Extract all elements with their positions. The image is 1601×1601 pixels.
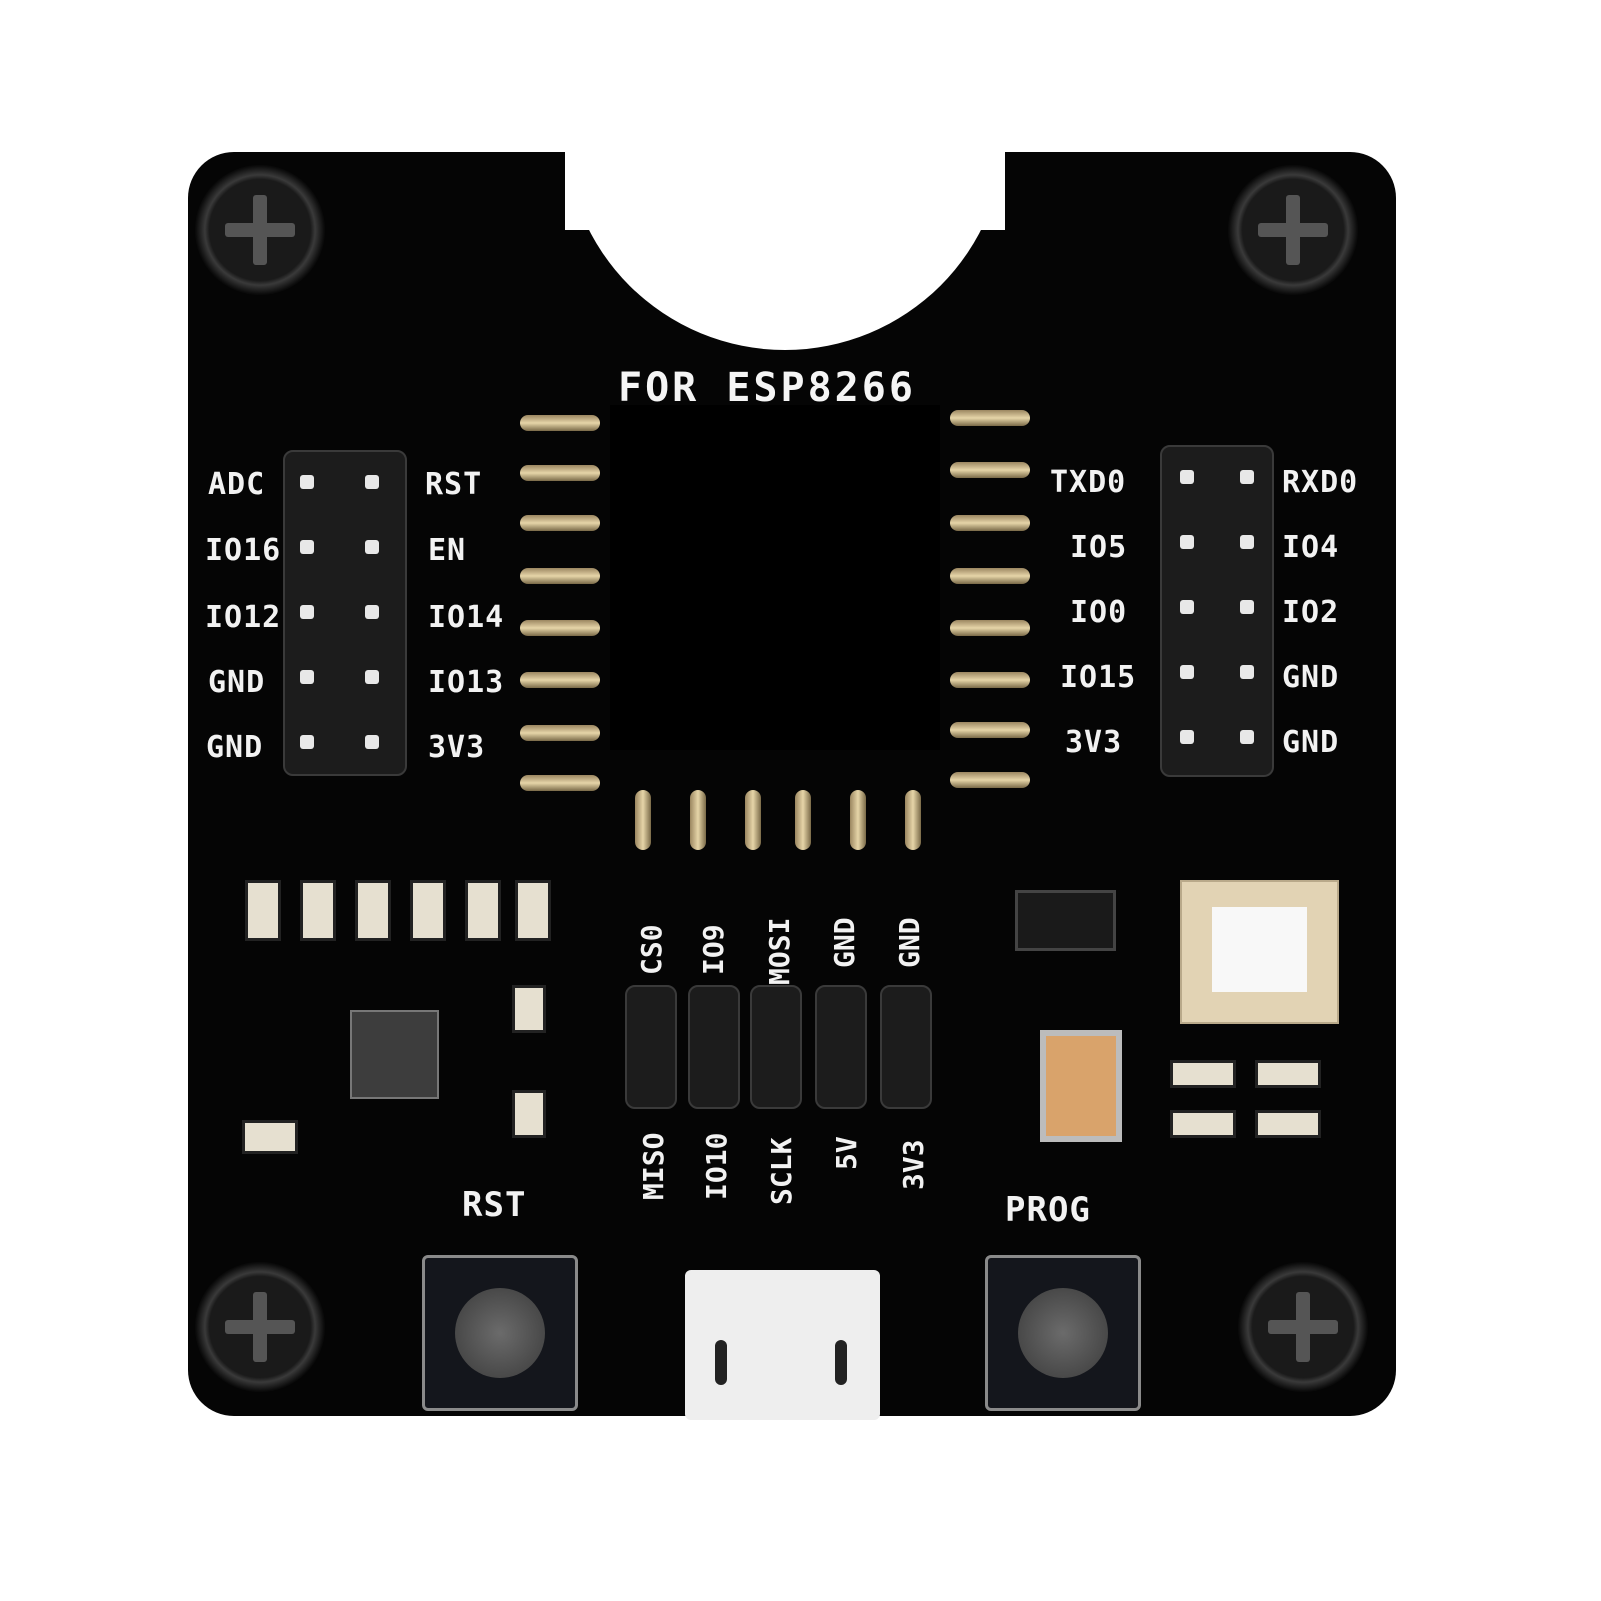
pogo-pin <box>905 790 921 850</box>
pin-label: IO4 <box>1282 530 1340 565</box>
esp8266-programmer-board <box>188 152 1396 1416</box>
led <box>512 985 546 1033</box>
pogo-pin <box>950 462 1030 478</box>
resistor <box>1170 1110 1236 1138</box>
esp-module-socket <box>610 405 940 750</box>
pogo-pin <box>950 722 1030 738</box>
pin-label: TXD0 <box>1050 465 1127 500</box>
bottom-pin-header-1[interactable] <box>625 985 677 1109</box>
program-button[interactable] <box>985 1255 1141 1411</box>
pin-label: 3V3 <box>1065 725 1123 760</box>
pin-label: IO15 <box>1060 660 1137 695</box>
usb-serial-ic <box>350 1010 439 1099</box>
pin-label: IO9 <box>697 924 730 975</box>
bottom-pin-header-3[interactable] <box>750 985 802 1109</box>
program-button-label: PROG <box>1005 1190 1091 1230</box>
pin-label: GND <box>1282 660 1340 695</box>
pogo-pin <box>950 672 1030 688</box>
screw-icon-top-right <box>1228 165 1358 295</box>
pin-label: RST <box>425 467 483 502</box>
voltage-regulator <box>1015 890 1116 951</box>
micro-usb-port[interactable] <box>685 1270 880 1420</box>
pogo-pin <box>520 672 600 688</box>
pin-label: ADC <box>208 467 266 502</box>
pin-label: SCLK <box>765 1137 798 1205</box>
slide-switch[interactable] <box>1180 880 1339 1024</box>
tantalum-capacitor <box>1040 1030 1122 1142</box>
pin-label: IO14 <box>428 600 505 635</box>
led <box>512 1090 546 1138</box>
pogo-pin <box>520 725 600 741</box>
pogo-pin <box>795 790 811 850</box>
pin-label: RXD0 <box>1282 465 1359 500</box>
pin-label: IO0 <box>1070 595 1128 630</box>
pin-label: IO12 <box>205 600 282 635</box>
right-pin-header[interactable] <box>1160 445 1274 777</box>
resistor <box>410 880 446 941</box>
screw-icon-bottom-right <box>1238 1262 1368 1392</box>
resistor <box>245 880 281 941</box>
pogo-pin <box>950 410 1030 426</box>
pin-label: GND <box>208 665 266 700</box>
pogo-pin <box>950 568 1030 584</box>
pogo-pin <box>950 772 1030 788</box>
pin-label: 3V3 <box>428 730 486 765</box>
pin-label: GND <box>206 730 264 765</box>
resistor <box>300 880 336 941</box>
pin-label: IO10 <box>700 1132 733 1200</box>
pin-label: 3V3 <box>897 1139 930 1190</box>
pogo-pin <box>520 620 600 636</box>
resistor <box>515 880 551 941</box>
pin-label: GND <box>1282 725 1340 760</box>
resistor <box>355 880 391 941</box>
pogo-pin <box>745 790 761 850</box>
pin-label: MISO <box>637 1132 670 1200</box>
pin-label: IO2 <box>1282 595 1340 630</box>
capacitor <box>242 1120 298 1154</box>
board-title: FOR ESP8266 <box>618 365 916 411</box>
pin-label: EN <box>428 533 467 568</box>
pin-label: CS0 <box>635 924 668 975</box>
reset-button[interactable] <box>422 1255 578 1411</box>
pogo-pin <box>520 568 600 584</box>
screw-icon-bottom-left <box>195 1262 325 1392</box>
pin-label: IO16 <box>205 533 282 568</box>
bottom-pin-header-2[interactable] <box>688 985 740 1109</box>
pin-label: GND <box>828 917 861 968</box>
pogo-pin <box>635 790 651 850</box>
pogo-pin <box>520 465 600 481</box>
pin-label: GND <box>893 917 926 968</box>
pogo-pin <box>520 415 600 431</box>
screw-icon-top-left <box>195 165 325 295</box>
resistor <box>1170 1060 1236 1088</box>
bottom-pin-header-5[interactable] <box>880 985 932 1109</box>
resistor <box>465 880 501 941</box>
pogo-pin <box>950 620 1030 636</box>
resistor <box>1255 1110 1321 1138</box>
pogo-pin <box>690 790 706 850</box>
pin-label: 5V <box>830 1136 863 1170</box>
pin-label: MOSI <box>763 917 796 985</box>
pogo-pin <box>950 515 1030 531</box>
reset-button-label: RST <box>462 1185 527 1225</box>
pogo-pin <box>520 515 600 531</box>
pogo-pin <box>520 775 600 791</box>
resistor <box>1255 1060 1321 1088</box>
pogo-pin <box>850 790 866 850</box>
pin-label: IO5 <box>1070 530 1128 565</box>
bottom-pin-header-4[interactable] <box>815 985 867 1109</box>
pin-label: IO13 <box>428 665 505 700</box>
